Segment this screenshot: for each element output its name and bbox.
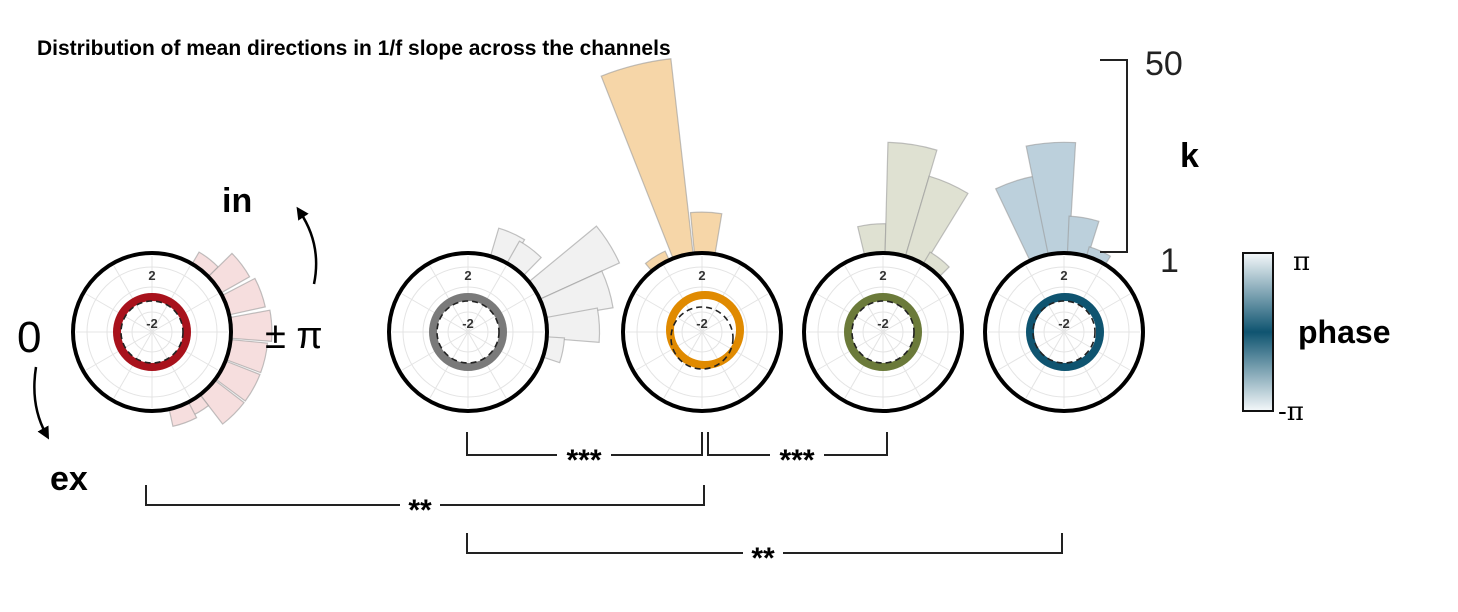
k-max-label: 50 (1145, 45, 1183, 83)
outer-circle (387, 251, 549, 413)
histogram-bar (198, 378, 245, 425)
polar-panels: 2 -2 2 -2 2 -2 2 -2 2 -2 (71, 58, 1145, 428)
radial-tick-inner: -2 (877, 316, 889, 331)
reference-ring (120, 300, 184, 364)
grid-spoke (635, 331, 703, 371)
panel-gray: 2 -2 (387, 225, 621, 413)
significance-stars: ** (408, 494, 432, 527)
k-scale-bracket (1100, 59, 1128, 253)
histogram-bar (213, 359, 261, 402)
histogram-bar (1025, 141, 1077, 258)
panel-blue: 2 -2 (983, 141, 1145, 413)
radial-tick-outer: 2 (879, 268, 886, 283)
significance-gray-blue: ** (466, 533, 1063, 575)
pi-label: ± π (265, 315, 323, 357)
outer-circle (802, 251, 964, 413)
mean-direction-ring (429, 293, 507, 371)
mean-direction-ring (844, 293, 922, 371)
radial-tick-outer: 2 (464, 268, 471, 283)
mean-direction-ring (113, 293, 191, 371)
outer-circle (621, 251, 783, 413)
mean-direction-ring (666, 291, 744, 369)
in-arrow-icon (296, 206, 318, 285)
histogram-bar (600, 58, 694, 262)
reference-ring (1032, 300, 1096, 364)
histogram-bar (1066, 215, 1100, 260)
histogram-bar (921, 251, 951, 279)
in-label: in (222, 182, 252, 220)
histogram-bar (223, 338, 269, 374)
significance-bracket (466, 533, 1063, 554)
zero-label: 0 (17, 313, 41, 362)
significance-stars: *** (566, 444, 601, 477)
colorbar-top-label: π (1293, 247, 1310, 277)
radial-tick-outer: 2 (148, 268, 155, 283)
histogram-bar (1085, 246, 1112, 268)
histogram-bar (644, 250, 671, 274)
outer-circle (983, 251, 1145, 413)
ex-label: ex (50, 460, 88, 498)
outer-circle (71, 251, 233, 413)
k-label: k (1180, 137, 1199, 175)
radial-tick-inner: -2 (1058, 316, 1070, 331)
k-min-label: 1 (1160, 242, 1179, 280)
histogram-bar (219, 277, 266, 317)
radial-tick-inner: -2 (146, 316, 158, 331)
panel-green: 2 -2 (802, 141, 969, 413)
mean-direction-ring (1026, 293, 1104, 371)
radial-tick-inner: -2 (462, 316, 474, 331)
grid-spoke (635, 293, 703, 333)
reference-ring (670, 306, 734, 370)
histogram-bar (489, 227, 526, 268)
histogram-bar (526, 225, 621, 301)
histogram-bar (227, 309, 273, 343)
significance-bracket (145, 485, 705, 506)
colorbar-label: phase (1298, 314, 1390, 350)
significance-orange-green: *** (707, 432, 888, 477)
radial-tick-inner: -2 (696, 316, 708, 331)
histogram-bar (884, 141, 938, 259)
significance-gray-orange: *** (466, 432, 703, 477)
histogram-bar (689, 211, 723, 257)
significance-bracket (707, 432, 888, 456)
reference-ring (436, 300, 500, 364)
significance-bracket (466, 432, 703, 456)
histogram-bar (206, 252, 251, 295)
radial-tick-outer: 2 (1060, 268, 1067, 283)
phase-colorbar (1242, 252, 1274, 412)
significance-brackets: ********** (145, 432, 1063, 575)
panel-orange: 2 -2 (600, 58, 783, 413)
significance-stars: *** (779, 444, 814, 477)
ex-arrow-icon (33, 366, 50, 440)
grid-spoke (663, 331, 703, 399)
histogram-bar (537, 270, 614, 320)
significance-stars: ** (751, 542, 775, 575)
histogram-bar (904, 175, 969, 268)
panel-red: 2 -2 (71, 251, 273, 428)
radial-tick-outer: 2 (698, 268, 705, 283)
histogram-bar (543, 307, 601, 343)
chart-title: Distribution of mean directions in 1/f s… (37, 37, 671, 60)
colorbar-bottom-label: -π (1278, 397, 1304, 427)
significance-red-orange: ** (145, 485, 705, 527)
reference-ring (851, 300, 915, 364)
